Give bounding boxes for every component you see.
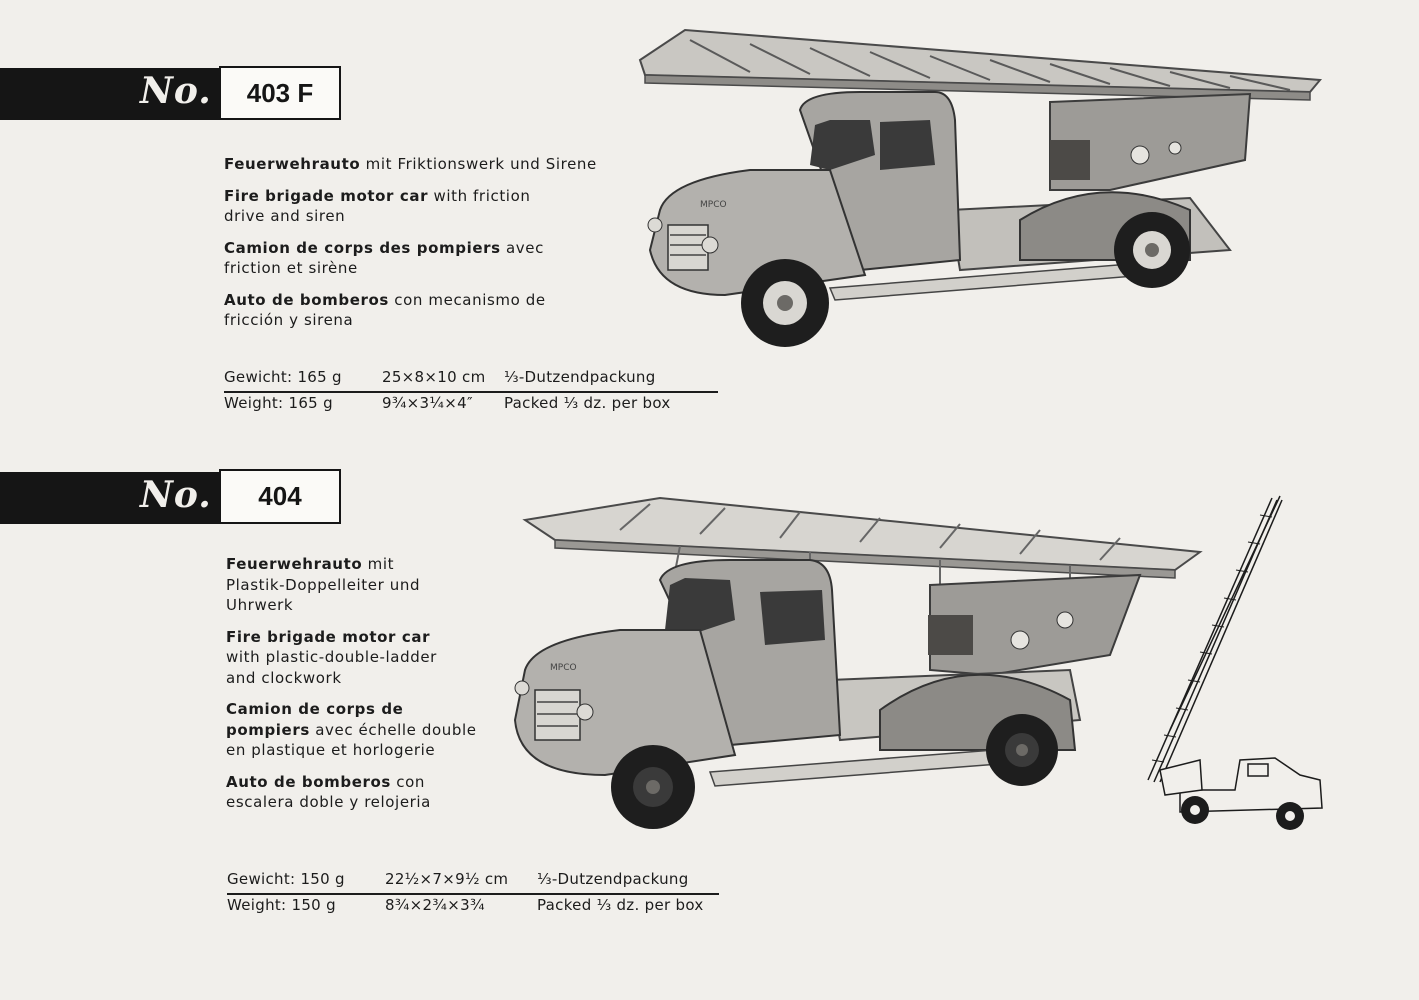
description-es: Auto de bomberos con escalera doble y re…	[226, 772, 431, 812]
spec-weight: Weight: 165 g	[224, 394, 333, 412]
fire-truck-404-image: MPCO	[513, 496, 1203, 829]
spec-size: 9¾×3¼×4″	[382, 394, 473, 412]
item-description: Feuerwehrauto mit Friktionswerk und Sire…	[224, 154, 604, 342]
ladder-illustration	[522, 496, 1203, 594]
spec-size: 22½×7×9½ cm	[385, 870, 509, 888]
no-label: No.	[140, 474, 212, 516]
description-en: Fire brigade motor car with plastic-doub…	[226, 627, 437, 687]
spec-row-de: Gewicht: 165 g 25×8×10 cm ⅓-Dutzendpacku…	[224, 365, 718, 391]
item-number-band	[0, 68, 222, 120]
description-fr: Camion de corps des pompiers avec fricti…	[224, 238, 544, 278]
spec-row-de: Gewicht: 150 g 22½×7×9½ cm ⅓-Dutzendpack…	[227, 867, 719, 893]
spec-weight: Gewicht: 165 g	[224, 368, 342, 386]
ladder-illustration	[638, 28, 1323, 101]
wheel	[1114, 212, 1190, 288]
wheel	[611, 745, 695, 829]
item-description: Feuerwehrauto mit Plastik-Doppelleiter u…	[226, 554, 496, 824]
no-label: No.	[140, 70, 212, 112]
grille-plate-text: MPCO	[700, 200, 727, 210]
spec-weight: Weight: 150 g	[227, 896, 336, 914]
spec-packing: Packed ⅓ dz. per box	[537, 896, 704, 914]
spec-table: Gewicht: 165 g 25×8×10 cm ⅓-Dutzendpacku…	[224, 365, 718, 417]
item-number-box: 403 F	[219, 66, 341, 120]
description-en: Fire brigade motor car with friction dri…	[224, 186, 531, 226]
spec-packing: ⅓-Dutzendpackung	[504, 368, 656, 386]
spec-packing: ⅓-Dutzendpackung	[537, 870, 689, 888]
spec-divider	[224, 391, 718, 393]
spec-table: Gewicht: 150 g 22½×7×9½ cm ⅓-Dutzendpack…	[227, 867, 719, 919]
fire-truck-403f-image: MPCO	[638, 28, 1323, 347]
grille-plate-text: MPCO	[550, 663, 577, 673]
spec-divider	[227, 893, 719, 895]
spec-row-en: Weight: 165 g 9¾×3¼×4″ Packed ⅓ dz. per …	[224, 391, 718, 417]
spec-size: 25×8×10 cm	[382, 368, 486, 386]
description-de: Feuerwehrauto mit Plastik-Doppelleiter u…	[226, 555, 421, 614]
description-fr: Camion de corps de pompiers avec échelle…	[226, 700, 477, 759]
spec-packing: Packed ⅓ dz. per box	[504, 394, 671, 412]
description-de: Feuerwehrauto mit Friktionswerk und Sire…	[224, 155, 597, 173]
item-number-band	[0, 472, 222, 524]
spec-weight: Gewicht: 150 g	[227, 870, 345, 888]
wheel	[741, 259, 829, 347]
item-number-box: 404	[219, 469, 341, 524]
wheel	[986, 714, 1058, 786]
description-es: Auto de bomberos con mecanismo de fricci…	[224, 290, 546, 330]
spec-size: 8¾×2¾×3¾	[385, 896, 485, 914]
spec-row-en: Weight: 150 g 8¾×2¾×3¾ Packed ⅓ dz. per …	[227, 893, 719, 919]
extended-ladder-sketch	[1147, 495, 1323, 830]
